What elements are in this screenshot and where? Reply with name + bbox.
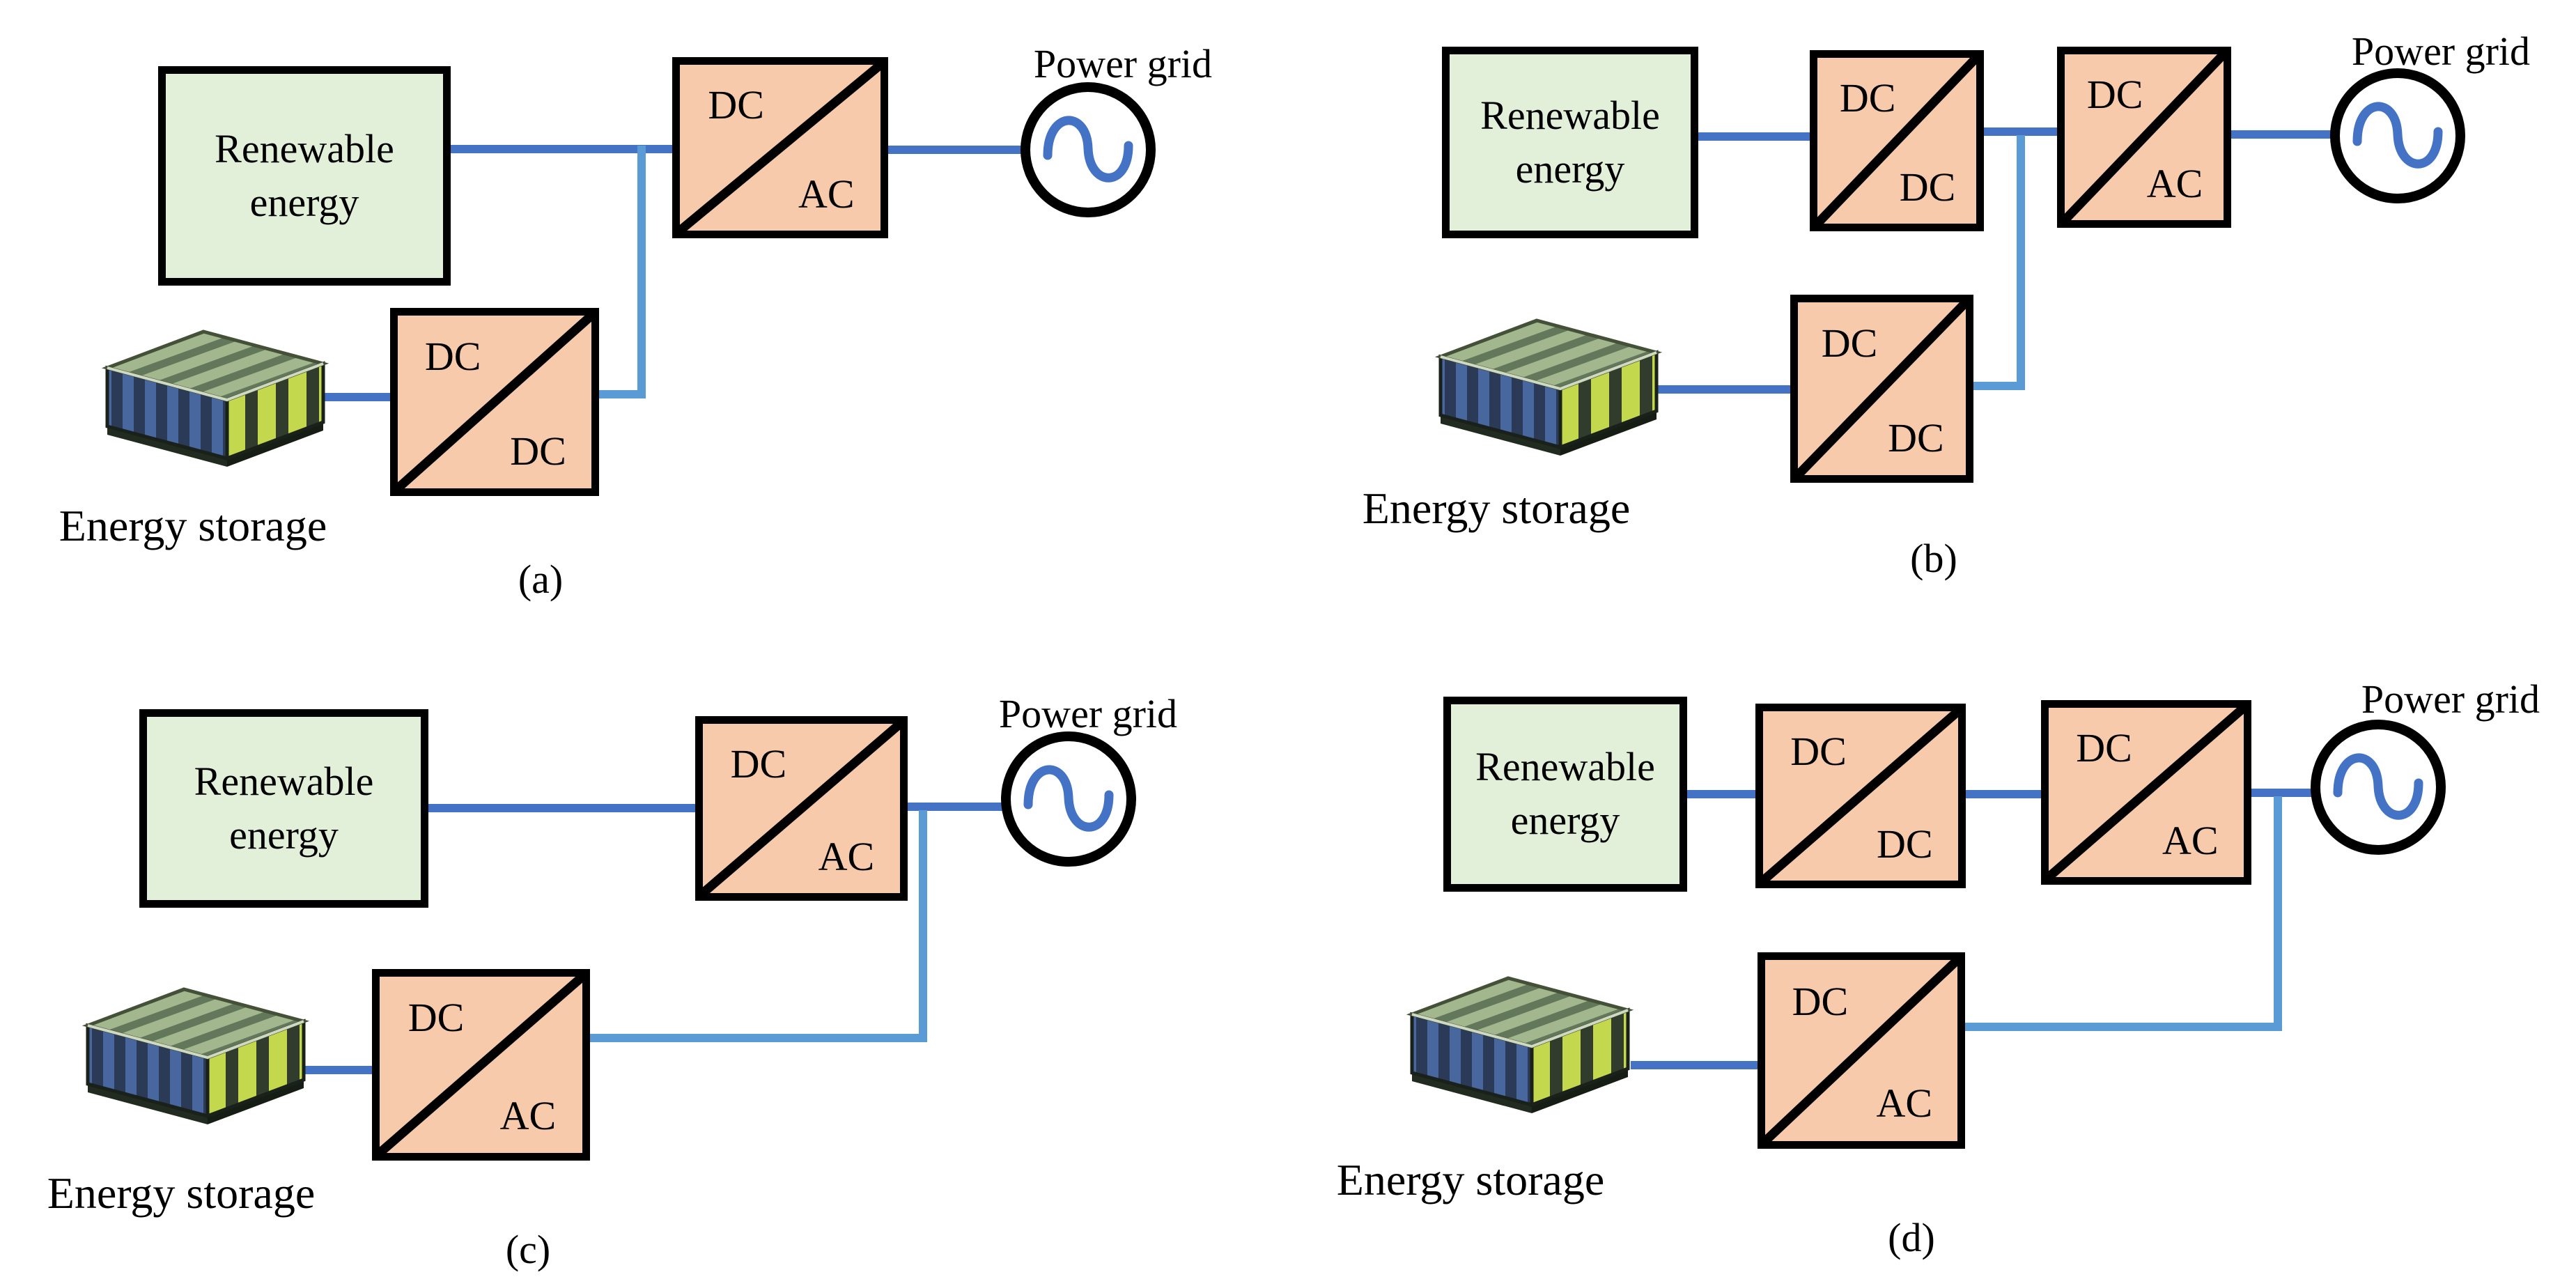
panel-caption-b: (b) <box>1910 536 1957 581</box>
converter-diagonal <box>703 724 900 893</box>
battery-pack-image-b <box>1441 320 1656 456</box>
renewable-energy-label: Renewable energy <box>1475 744 1655 843</box>
converter-diagonal <box>1817 58 1976 224</box>
ac-sine-source-icon-b <box>2335 73 2460 199</box>
converter-output-label: DC <box>1888 415 1944 461</box>
renewable-energy-box-b: Renewable energy <box>1442 47 1698 238</box>
converter-output-label: AC <box>1876 1080 1933 1126</box>
converter-diagonal <box>1798 302 1966 475</box>
ac-sine-source-icon-a <box>1025 87 1151 212</box>
battery-pack-image-a <box>107 332 323 467</box>
wire-storage-branch-d <box>1962 796 2282 1031</box>
converter-dc-ac-storage-c: DC AC <box>372 969 590 1161</box>
converter-output-label: AC <box>2146 160 2203 206</box>
renewable-energy-box-c: Renewable energy <box>139 709 428 908</box>
panel-caption-c: (c) <box>505 1227 551 1272</box>
panel-caption-d: (d) <box>1888 1215 1935 1260</box>
converter-output-label: AC <box>499 1092 557 1138</box>
converter-input-label: DC <box>2086 71 2143 117</box>
converter-diagonal <box>1765 960 1957 1141</box>
converter-dc-dc-source-d: DC DC <box>1755 704 1966 888</box>
converter-dc-ac-grid-c: DC AC <box>695 716 908 901</box>
renewable-energy-label: Renewable energy <box>1480 92 1660 192</box>
power-grid-label-c: Power grid <box>998 691 1178 736</box>
converter-dc-ac-grid-b: DC AC <box>2057 47 2231 228</box>
renewable-energy-box-a: Renewable energy <box>158 66 451 286</box>
converter-input-label: DC <box>1839 75 1896 121</box>
converter-diagonal <box>380 977 582 1153</box>
converter-diagonal <box>2065 54 2224 220</box>
power-grid-label-d: Power grid <box>2361 676 2540 722</box>
converter-diagonal <box>680 65 880 231</box>
converter-input-label: DC <box>1792 979 1849 1024</box>
converter-output-label: AC <box>798 171 855 217</box>
converter-input-label: DC <box>2076 725 2132 771</box>
renewable-energy-label: Renewable energy <box>194 758 374 858</box>
converter-dc-ac-grid-a: DC AC <box>672 57 888 238</box>
wire-storage-branch-b <box>1971 135 2025 390</box>
converter-dc-ac-grid-d: DC AC <box>2041 700 2251 885</box>
converter-output-label: AC <box>818 833 875 879</box>
converter-diagonal <box>1763 711 1958 881</box>
panel-caption-a: (a) <box>518 557 564 602</box>
converter-diagonal <box>398 316 591 488</box>
energy-storage-label-b: Energy storage <box>1362 483 1631 533</box>
converter-input-label: DC <box>730 741 787 787</box>
converter-input-label: DC <box>708 82 764 127</box>
converter-output-label: AC <box>2162 817 2219 863</box>
wire-storage-branch-c <box>587 810 927 1042</box>
converter-output-label: DC <box>1877 821 1933 867</box>
converter-output-label: DC <box>510 428 566 474</box>
converter-input-label: DC <box>1790 729 1847 775</box>
converter-dc-dc-storage-a: DC DC <box>390 308 599 496</box>
converter-dc-ac-storage-d: DC AC <box>1758 952 1965 1149</box>
converter-input-label: DC <box>424 333 481 379</box>
power-grid-label-a: Power grid <box>1033 41 1213 86</box>
renewable-energy-box-d: Renewable energy <box>1443 697 1687 892</box>
converter-diagonal <box>2049 708 2244 877</box>
renewable-energy-label: Renewable energy <box>215 125 394 225</box>
energy-storage-label-d: Energy storage <box>1336 1155 1605 1204</box>
converter-input-label: DC <box>1821 320 1878 366</box>
battery-pack-image-d <box>1412 978 1628 1113</box>
converter-output-label: DC <box>1899 164 1956 210</box>
energy-storage-label-c: Energy storage <box>47 1168 316 1218</box>
wire-storage-branch-a <box>596 146 646 398</box>
converter-dc-dc-source-b: DC DC <box>1810 50 1984 231</box>
ac-sine-source-icon-c <box>1006 736 1131 862</box>
ac-sine-source-icon-d <box>2315 725 2441 850</box>
power-grid-label-b: Power grid <box>2351 29 2531 74</box>
converter-dc-dc-storage-b: DC DC <box>1790 295 1973 483</box>
battery-pack-image-c <box>88 989 304 1124</box>
energy-storage-label-a: Energy storage <box>59 501 327 550</box>
converter-input-label: DC <box>408 995 465 1041</box>
